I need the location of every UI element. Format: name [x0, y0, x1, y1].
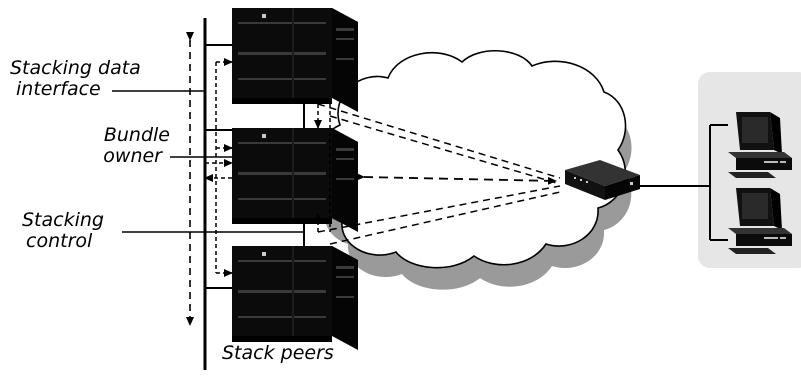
label-line: control — [26, 230, 93, 252]
label-line: Bundle — [103, 124, 170, 146]
stack-peers-label: Stack peers — [222, 342, 334, 364]
stack-router-top — [232, 8, 358, 112]
bundle-owner-link — [355, 172, 557, 185]
stacking-control-label: Stacking control — [22, 210, 104, 252]
access-device-icon — [565, 160, 640, 200]
label-line: owner — [103, 145, 162, 167]
label-line: Stacking data — [10, 57, 141, 79]
stacking-data-interface-label: Stacking data interface — [10, 58, 141, 100]
network-cloud-icon — [316, 50, 627, 269]
stack-router-bottom — [232, 246, 358, 350]
label-line: Stacking — [22, 209, 104, 231]
label-line: interface — [16, 78, 101, 100]
bundle-owner-label: Bundle owner — [80, 125, 170, 167]
stack-router-bundle-owner — [232, 128, 358, 232]
